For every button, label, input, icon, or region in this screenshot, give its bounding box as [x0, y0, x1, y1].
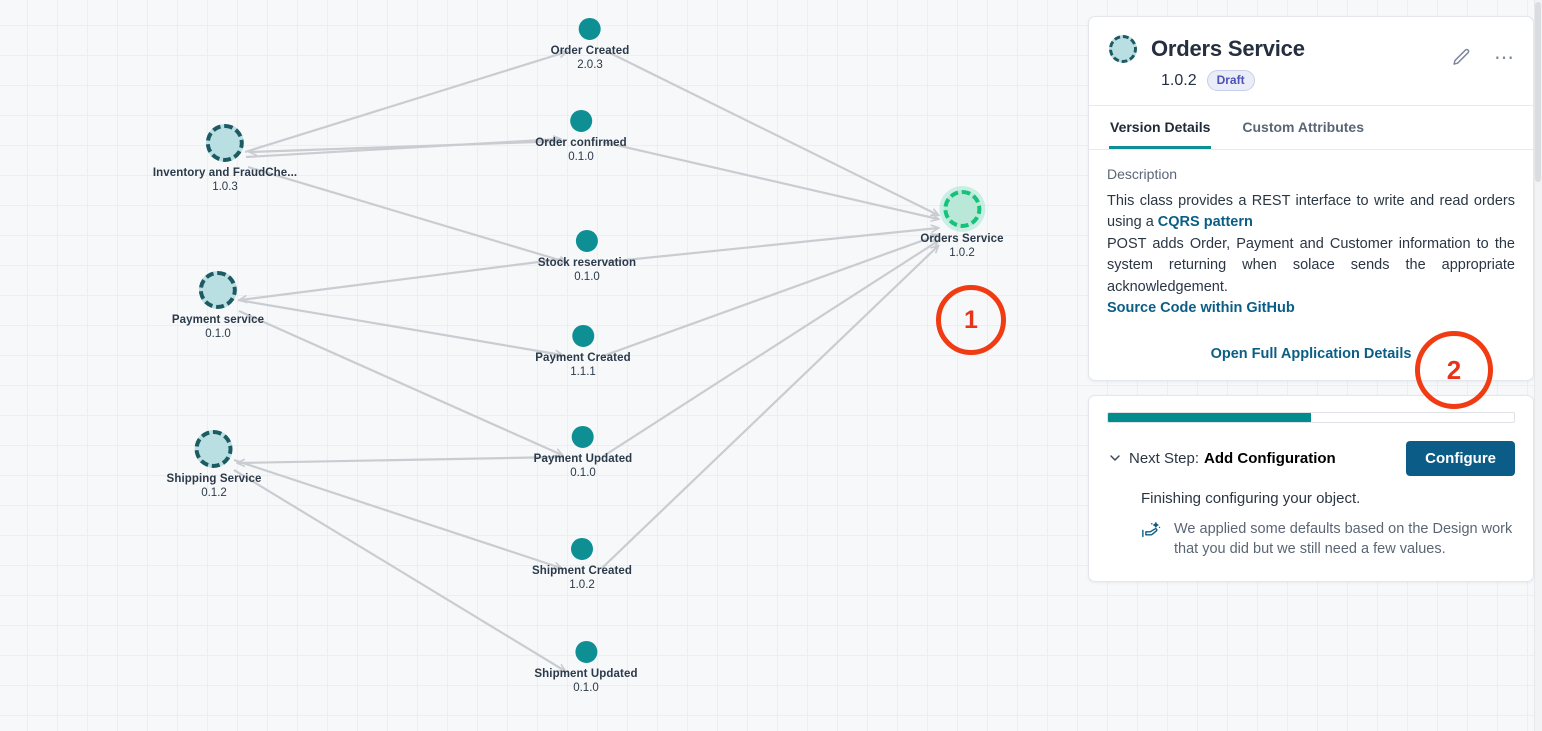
node-name: Order confirmed [535, 136, 627, 149]
tab-version-details[interactable]: Version Details [1109, 106, 1212, 149]
event-node-icon [572, 324, 594, 347]
application-node-icon [198, 270, 237, 309]
node-name: Shipment Updated [534, 667, 638, 680]
pencil-icon[interactable] [1451, 47, 1472, 68]
description-paragraph-3: Source Code within GitHub [1107, 298, 1515, 319]
event-node-icon [575, 640, 597, 663]
status-badge: Draft [1206, 70, 1255, 91]
defaults-hint: We applied some defaults based on the De… [1141, 519, 1515, 559]
node-name: Shipment Created [531, 564, 633, 577]
tab-custom-attributes[interactable]: Custom Attributes [1242, 119, 1364, 135]
page-scrollbar[interactable] [1534, 0, 1542, 731]
node-version: 0.1.0 [570, 466, 596, 479]
description-paragraph-2: POST adds Order, Payment and Customer in… [1107, 235, 1515, 295]
next-step-label: Next Step: [1129, 449, 1200, 467]
next-step-name: Add Configuration [1204, 449, 1336, 467]
description-paragraph-1: This class provides a REST interface to … [1107, 191, 1515, 234]
cqrs-pattern-link[interactable]: CQRS pattern [1157, 214, 1253, 231]
description-label: Description [1107, 166, 1178, 182]
node-version: 2.0.3 [577, 58, 603, 71]
node-name: Payment Updated [533, 452, 633, 465]
panel-body: Description This class provides a REST i… [1089, 150, 1533, 380]
node-version: 0.1.2 [201, 486, 227, 499]
ellipsis-icon[interactable]: ⋯ [1494, 46, 1515, 69]
node-labels: Inventory and FraudChe...1.0.3 [153, 167, 297, 194]
open-full-application-details-link[interactable]: Open Full Application Details [1210, 345, 1412, 362]
magic-hand-icon [1141, 521, 1162, 540]
callout-badge-2: 2 [1415, 331, 1493, 409]
defaults-hint-text: We applied some defaults based on the De… [1174, 520, 1513, 557]
scrollbar-thumb[interactable] [1535, 2, 1541, 182]
description-line-1-pre: This class provides a REST interface to … [1107, 193, 1515, 231]
node-version: 1.0.3 [212, 180, 238, 193]
node-name: Shipping Service [166, 472, 262, 485]
node-name: Stock reservation [537, 256, 637, 269]
page-title: Orders Service [1151, 36, 1305, 61]
node-version: 1.0.2 [569, 578, 595, 591]
progress-bar [1107, 411, 1515, 423]
version-number: 1.0.2 [1161, 71, 1197, 89]
node-version: 0.1.0 [574, 270, 600, 283]
application-node-icon [195, 429, 233, 468]
node-name: Inventory and FraudChe... [152, 166, 298, 179]
node-version: 1.1.1 [570, 365, 596, 378]
node-name: Orders Service [920, 232, 1004, 245]
chevron-down-icon[interactable] [1107, 450, 1129, 466]
node-version: 0.1.0 [568, 150, 594, 163]
event-node-icon [578, 17, 601, 40]
node-name: Payment Created [535, 351, 631, 364]
panel-tabs: Version Details Custom Attributes [1089, 106, 1533, 150]
details-sidebar: Orders Service ⋯ 1.0.2 Draft Version De [1088, 16, 1534, 582]
application-node-icon [1109, 35, 1137, 63]
event-node-icon [576, 229, 598, 252]
event-node-icon [569, 109, 592, 132]
source-code-github-link[interactable]: Source Code within GitHub [1107, 300, 1295, 317]
node-name: Payment service [171, 313, 265, 326]
callout-badge-1: 1 [936, 285, 1006, 355]
application-node-icon [205, 123, 244, 162]
configure-button[interactable]: Configure [1406, 440, 1515, 476]
event-node-icon [571, 425, 594, 448]
event-node-icon [570, 537, 593, 560]
version-details-panel: Orders Service ⋯ 1.0.2 Draft Version De [1088, 16, 1534, 381]
node-name: Order Created [550, 44, 630, 57]
next-step-panel: Next Step: Add Configuration Configure F… [1088, 394, 1534, 582]
node-version: 1.0.2 [949, 246, 975, 259]
node-version: 0.1.0 [205, 327, 231, 340]
panel-header: Orders Service ⋯ 1.0.2 Draft [1089, 17, 1533, 106]
next-step-subtext: Finishing configuring your object. [1141, 489, 1361, 507]
progress-bar-fill [1108, 412, 1311, 422]
application-node-icon [942, 189, 981, 228]
description-text: This class provides a REST interface to … [1107, 191, 1515, 320]
node-version: 0.1.0 [573, 681, 599, 694]
graph-node-inventory-fraud[interactable]: Inventory and FraudChe...1.0.3 [153, 123, 297, 194]
